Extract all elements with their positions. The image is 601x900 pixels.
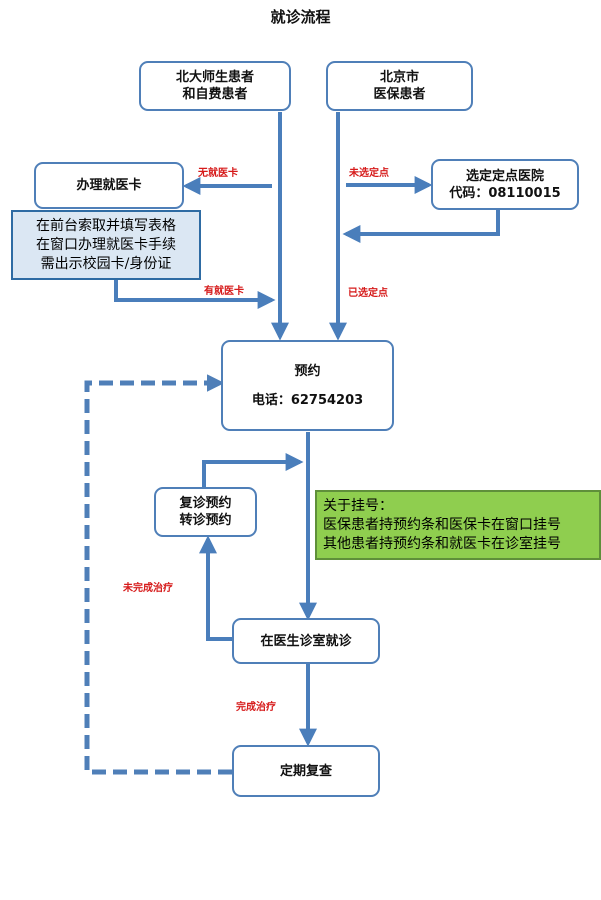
label-treatment-complete: 完成治疗 [236, 702, 276, 713]
label-treatment-incomplete: 未完成治疗 [123, 583, 173, 594]
node-select-hospital: 选定定点医院 代码：08110015 [431, 159, 579, 210]
node-select-hospital-line2: 代码：08110015 [449, 185, 561, 201]
note-card-instructions-line2: 在窗口办理就医卡手续 [36, 236, 176, 253]
label-has-card: 有就医卡 [204, 286, 244, 297]
node-select-hospital-line1: 选定定点医院 [465, 168, 544, 184]
label-selected: 已选定点 [348, 288, 388, 299]
node-followup-booking-line1: 复诊预约 [179, 496, 232, 511]
note-registration-line1: 关于挂号： [323, 497, 393, 514]
node-beijing-insured-line2: 医保患者 [373, 87, 426, 102]
note-registration: 关于挂号： 医保患者持预约条和医保卡在窗口挂号 其他患者持预约条和就医卡在诊室挂… [315, 490, 601, 560]
node-clinic-visit-label: 在医生诊室就诊 [260, 633, 352, 649]
arrow-has-card [114, 280, 276, 309]
label-not-selected: 未选定点 [349, 168, 389, 179]
arrow-clinic-to-followup [199, 535, 232, 641]
node-pku-patients-line1: 北大师生患者 [175, 70, 254, 85]
node-pku-patients-line2: 和自费患者 [182, 87, 248, 102]
diagram-title: 就诊流程 [270, 8, 331, 26]
label-no-card: 无就医卡 [198, 168, 238, 179]
node-booking: 预约 电话：62754203 [221, 340, 394, 431]
dashed-return-arrow [84, 374, 232, 775]
node-followup-booking: 复诊预约 转诊预约 [154, 487, 257, 537]
node-get-card: 办理就医卡 [34, 162, 184, 209]
note-card-instructions-line1: 在前台索取并填写表格 [36, 217, 176, 234]
node-regular-checkup: 定期复查 [232, 745, 380, 797]
note-card-instructions-line3: 需出示校园卡/身份证 [40, 255, 172, 272]
arrow-followup-to-main [202, 453, 304, 487]
node-regular-checkup-label: 定期复查 [279, 763, 332, 779]
node-followup-booking-line2: 转诊预约 [179, 513, 232, 528]
node-clinic-visit: 在医生诊室就诊 [232, 618, 380, 664]
node-booking-title: 预约 [294, 363, 321, 379]
note-registration-line3: 其他患者持预约条和就医卡在诊室挂号 [323, 535, 561, 552]
arrow-hospital-return [342, 210, 500, 243]
note-card-instructions: 在前台索取并填写表格 在窗口办理就医卡手续 需出示校园卡/身份证 [11, 210, 201, 280]
node-beijing-insured: 北京市 医保患者 [326, 61, 473, 111]
node-get-card-label: 办理就医卡 [76, 178, 142, 193]
note-registration-line2: 医保患者持预约条和医保卡在窗口挂号 [323, 516, 561, 533]
node-pku-patients: 北大师生患者 和自费患者 [139, 61, 291, 111]
node-beijing-insured-line1: 北京市 [379, 70, 419, 85]
node-booking-phone: 电话：62754203 [251, 392, 364, 408]
